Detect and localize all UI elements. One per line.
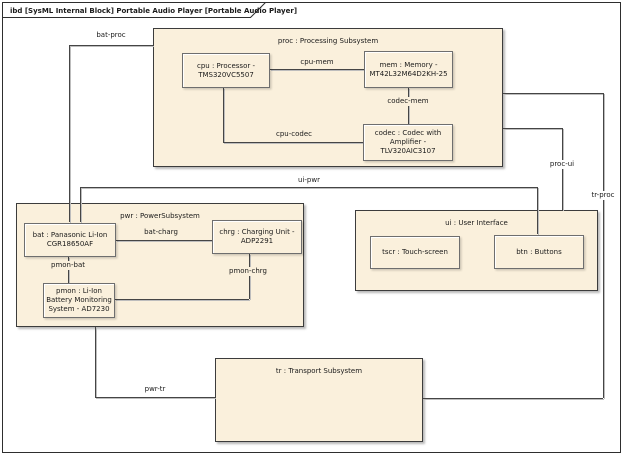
part-chrg-label: chrg : Charging Unit - ADP2291	[219, 228, 295, 245]
part-tscr[interactable]: tscr : Touch-screen	[370, 236, 460, 269]
block-ui-label: ui : User Interface	[445, 219, 508, 227]
connector-pmon-chrg-label: pmon-chrg	[227, 267, 269, 276]
connector-ui-pwr-line-h	[80, 187, 537, 188]
connector-pmon-chrg-line-h	[115, 299, 249, 300]
connector-cpu-codec-line-h	[223, 142, 363, 143]
part-mem[interactable]: mem : Memory - MT42L32M64D2KH-25	[364, 51, 453, 88]
part-cpu-label: cpu : Processor - TMS320VC5507	[196, 61, 255, 79]
part-bat[interactable]: bat : Panasonic Li-Ion CGR18650AF	[24, 223, 116, 257]
title-tab-shape	[2, 2, 267, 18]
block-proc-processing-subsystem[interactable]: proc : Processing Subsystem cpu : Proces…	[153, 28, 503, 167]
part-codec-label: codec : Codec with Amplifier - TLV320AIC…	[374, 129, 442, 155]
connector-bat-charg-line	[116, 240, 212, 241]
block-pwr-label: pwr : PowerSubsystem	[120, 212, 200, 220]
block-tr-label: tr : Transport Subsystem	[275, 367, 363, 375]
connector-proc-ui-line-h	[503, 128, 562, 129]
part-bat-label: bat : Panasonic Li-Ion CGR18650AF	[32, 231, 108, 248]
part-codec[interactable]: codec : Codec with Amplifier - TLV320AIC…	[363, 124, 453, 161]
part-tscr-label: tscr : Touch-screen	[382, 248, 448, 256]
connector-tr-proc-line-h-bottom	[423, 398, 603, 399]
part-btn-label: btn : Buttons	[516, 247, 562, 256]
connector-ui-pwr-label: ui-pwr	[298, 176, 320, 184]
block-pwr-power-subsystem[interactable]: pwr : PowerSubsystem bat : Panasonic Li-…	[16, 203, 304, 327]
connector-pmon-bat-label: pmon-bat	[49, 261, 87, 270]
part-mem-label: mem : Memory - MT42L32M64D2KH-25	[369, 60, 448, 78]
connector-pwr-tr-line-v	[95, 327, 96, 397]
connector-cpu-mem-line	[270, 69, 364, 70]
connector-ui-pwr-line-v-left	[80, 187, 81, 222]
connector-bat-charg-label: bat-charg	[144, 228, 178, 236]
part-cpu[interactable]: cpu : Processor - TMS320VC5507	[182, 53, 270, 88]
part-pmon[interactable]: pmon : Li-Ion Battery Monitoring System …	[43, 283, 115, 318]
connector-proc-ui-line-v	[562, 128, 563, 210]
block-proc-label: proc : Processing Subsystem	[277, 37, 379, 45]
connector-bat-proc-label: bat-proc	[96, 31, 126, 39]
block-ui-user-interface[interactable]: ui : User Interface tscr : Touch-screen …	[355, 210, 598, 291]
diagram-title-tab: ibd [SysML Internal Block] Portable Audi…	[2, 2, 297, 19]
connector-cpu-codec-line-v	[223, 88, 224, 142]
connector-cpu-codec-label: cpu-codec	[276, 130, 312, 138]
connector-pwr-tr-label: pwr-tr	[144, 385, 166, 393]
connector-pmon-chrg-line-v	[249, 254, 250, 299]
connector-codec-mem-label: codec-mem	[385, 97, 431, 106]
diagram-title: ibd [SysML Internal Block] Portable Audi…	[10, 7, 298, 15]
connector-bat-proc-line-h	[69, 45, 153, 46]
part-pmon-label: pmon : Li-Ion Battery Monitoring System …	[46, 287, 112, 313]
connector-ui-pwr-line-v-right	[537, 187, 538, 234]
connector-pmon-bat-line	[68, 257, 69, 283]
connector-bat-proc-line-v	[69, 45, 70, 222]
connector-tr-proc-label: tr-proc	[589, 191, 617, 200]
connector-cpu-mem-label: cpu-mem	[300, 58, 334, 66]
part-chrg[interactable]: chrg : Charging Unit - ADP2291	[212, 220, 302, 254]
connector-tr-proc-line-h-top	[503, 93, 603, 94]
connector-codec-mem-line	[408, 88, 409, 124]
connector-tr-proc-line-v	[603, 93, 604, 398]
connector-pwr-tr-line-h	[95, 397, 215, 398]
connector-proc-ui-label: proc-ui	[547, 160, 577, 169]
block-tr-transport-subsystem[interactable]: tr : Transport Subsystem	[215, 358, 423, 442]
part-btn[interactable]: btn : Buttons	[494, 235, 584, 269]
